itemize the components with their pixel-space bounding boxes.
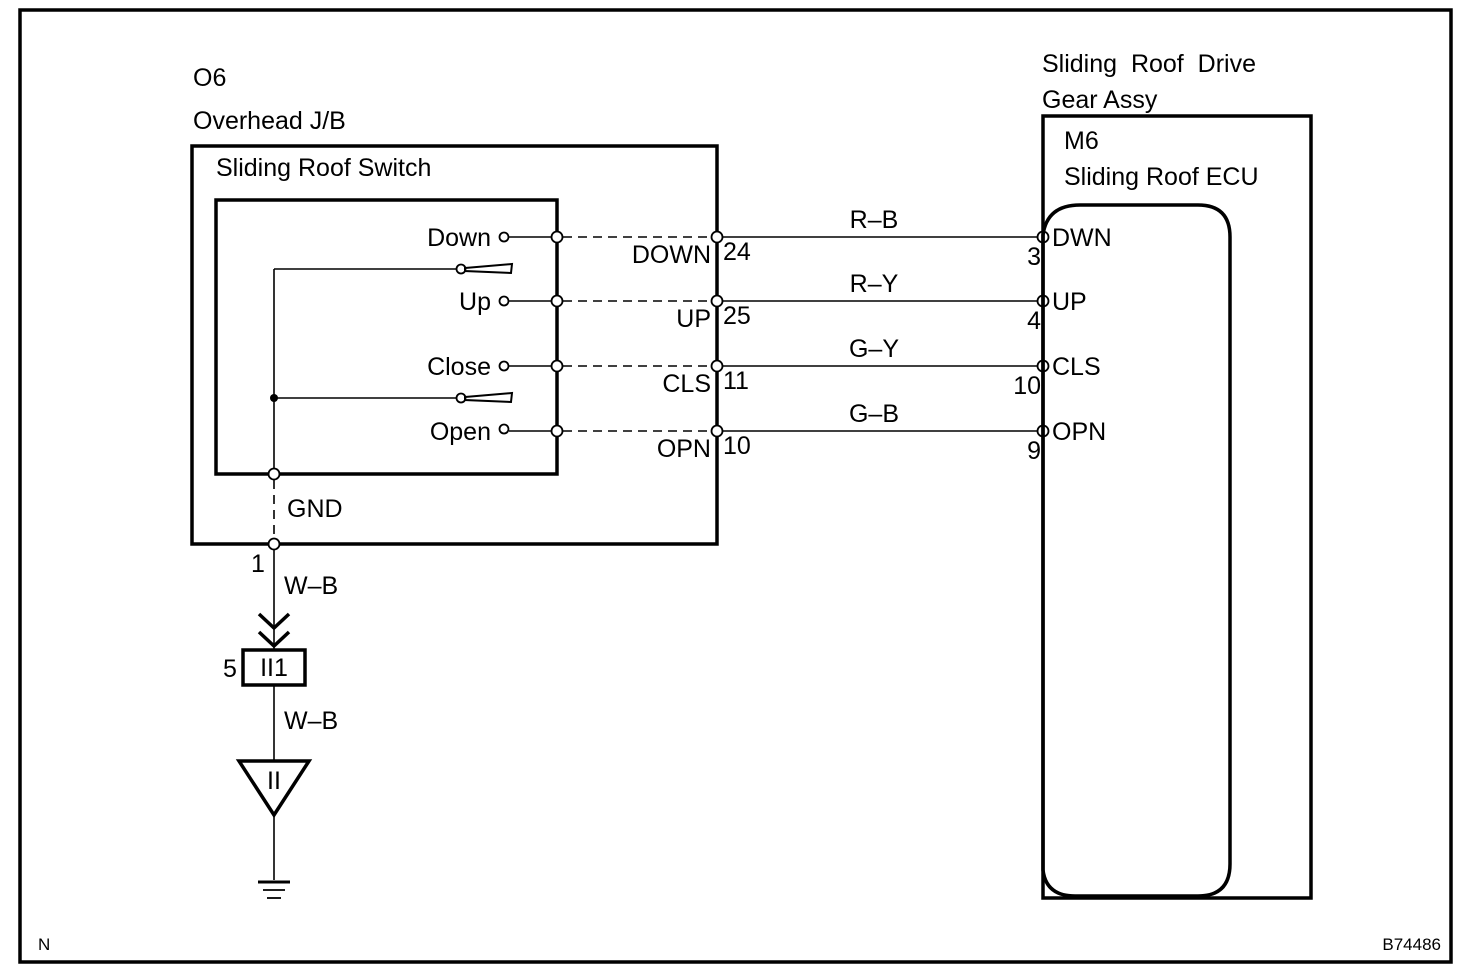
corner-label: N	[38, 935, 50, 954]
ecu-name: Sliding Roof ECU	[1064, 163, 1259, 191]
gnd-label: GND	[287, 495, 343, 523]
ecu-pin-number: 3	[1027, 243, 1041, 271]
ground-point-triangle	[235, 759, 313, 819]
switch-terminal-node	[550, 294, 564, 308]
junction-dot	[270, 394, 278, 402]
ecu-terminal-name: CLS	[1052, 353, 1101, 381]
switch-contact	[498, 231, 510, 243]
ground-wire-1-color: W–B	[284, 572, 338, 600]
switch-position-label: Up	[459, 288, 491, 316]
jb-terminal-name: UP	[676, 305, 711, 333]
jb-terminal-name: DOWN	[632, 241, 711, 269]
gnd-pin-node	[267, 537, 281, 551]
switch-contact	[498, 360, 510, 372]
switch-name: Sliding Roof Switch	[216, 154, 431, 182]
ecu-terminal-name: OPN	[1052, 418, 1106, 446]
ecu-pin-number: 4	[1027, 307, 1041, 335]
wire-color-label: R–Y	[850, 270, 899, 298]
figure-id: B74486	[1382, 935, 1441, 954]
switch-position-label: Open	[430, 418, 491, 446]
connector-chevron-2	[257, 630, 291, 649]
gnd-pin-number: 1	[251, 550, 265, 578]
ecu-pin-number: 9	[1027, 437, 1041, 465]
ecu-pin-number: 10	[1013, 372, 1041, 400]
junction-connector-code: II1	[260, 654, 288, 682]
jb-pin-number: 11	[723, 367, 749, 395]
jb-terminal-name: CLS	[662, 370, 711, 398]
switch-terminal-node	[550, 359, 564, 373]
diagram-frame	[18, 8, 1453, 964]
jb-terminal-node	[710, 359, 724, 373]
ground-wire-2-color: W–B	[284, 707, 338, 735]
wire-color-label: R–B	[850, 206, 899, 234]
switch-terminal-node	[550, 424, 564, 438]
jb-pin-number: 24	[723, 238, 751, 266]
jb-terminal-node	[710, 424, 724, 438]
connector-chevron-1	[257, 612, 291, 631]
jb-name: Overhead J/B	[193, 107, 346, 135]
switch-blade-openclose	[455, 391, 514, 404]
switch-blade-updown	[455, 262, 514, 275]
jb-pin-number: 25	[723, 302, 751, 330]
ecu-terminal-name: UP	[1052, 288, 1087, 316]
jb-pin-number: 10	[723, 432, 751, 460]
ecu-assy-name-line1: Sliding Roof Drive	[1042, 50, 1256, 78]
jb-terminal-name: OPN	[657, 435, 711, 463]
ecu-connector-code: M6	[1064, 127, 1099, 155]
jb-connector-code: O6	[193, 64, 226, 92]
wire-color-label: G–B	[849, 400, 899, 428]
overhead-jb-box	[190, 144, 719, 546]
gnd-inner-node	[267, 467, 281, 481]
switch-position-label: Down	[427, 224, 491, 252]
ecu-assy-name-line2: Gear Assy	[1042, 86, 1158, 114]
switch-contact	[498, 295, 510, 307]
junction-connector-pin: 5	[223, 655, 237, 683]
switch-contact	[498, 423, 510, 435]
ecu-terminal-name: DWN	[1052, 224, 1112, 252]
wire-color-label: G–Y	[849, 335, 899, 363]
ground-icon	[258, 880, 290, 899]
switch-terminal-node	[550, 230, 564, 244]
ground-point-code: II	[267, 767, 281, 795]
jb-terminal-node	[710, 294, 724, 308]
switch-position-label: Close	[427, 353, 491, 381]
jb-terminal-node	[710, 230, 724, 244]
sliding-roof-switch-box	[214, 198, 559, 476]
ecu-block	[1041, 203, 1232, 898]
